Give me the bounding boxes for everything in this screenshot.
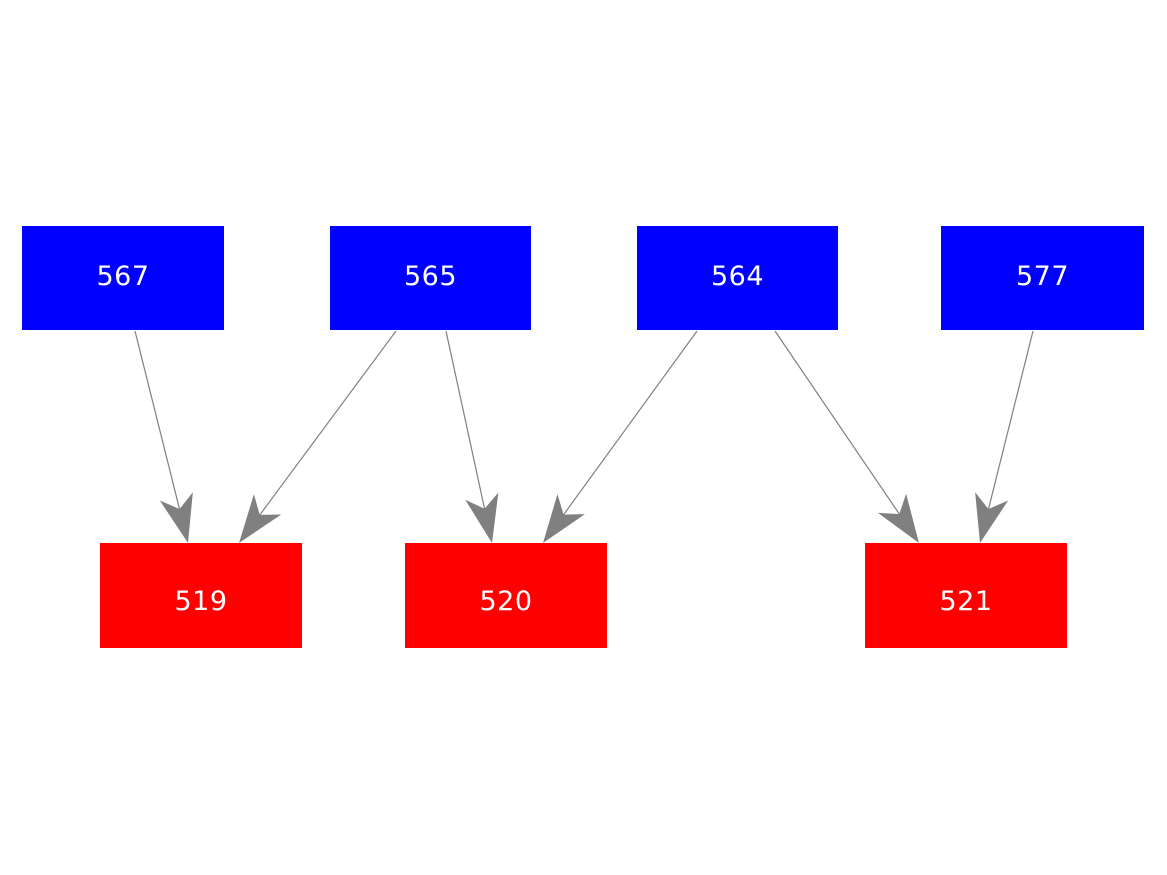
edge-line [774,330,901,516]
node-label-577: 577 [1015,260,1070,292]
edge-564-to-521 [774,330,919,543]
arrowhead-icon [975,492,1009,543]
node-519[interactable]: 519 [100,543,302,648]
arrowhead-icon [465,492,499,543]
edge-564-to-520 [543,330,698,543]
node-565[interactable]: 565 [330,226,531,330]
edge-565-to-520 [445,330,499,543]
node-label-520: 520 [479,586,533,617]
node-label-565: 565 [403,260,458,292]
edge-line [445,330,486,510]
edge-line [134,330,181,511]
node-label-564: 564 [710,260,765,292]
node-577[interactable]: 577 [941,226,1144,330]
arrowhead-icon [877,493,919,543]
node-label-521: 521 [939,586,993,617]
edge-577-to-521 [975,330,1034,543]
arrowhead-icon [543,494,585,543]
arrowhead-icon [239,494,282,543]
node-567[interactable]: 567 [22,226,224,330]
arrowhead-icon [159,492,193,543]
edge-565-to-519 [239,330,397,543]
edge-567-to-519 [134,330,193,543]
edge-line [562,330,698,516]
node-label-567: 567 [96,260,150,292]
edge-line [258,330,397,517]
node-564[interactable]: 564 [637,226,838,330]
node-521[interactable]: 521 [865,543,1067,648]
node-520[interactable]: 520 [405,543,607,648]
node-label-519: 519 [174,586,228,617]
edge-line [987,330,1034,511]
